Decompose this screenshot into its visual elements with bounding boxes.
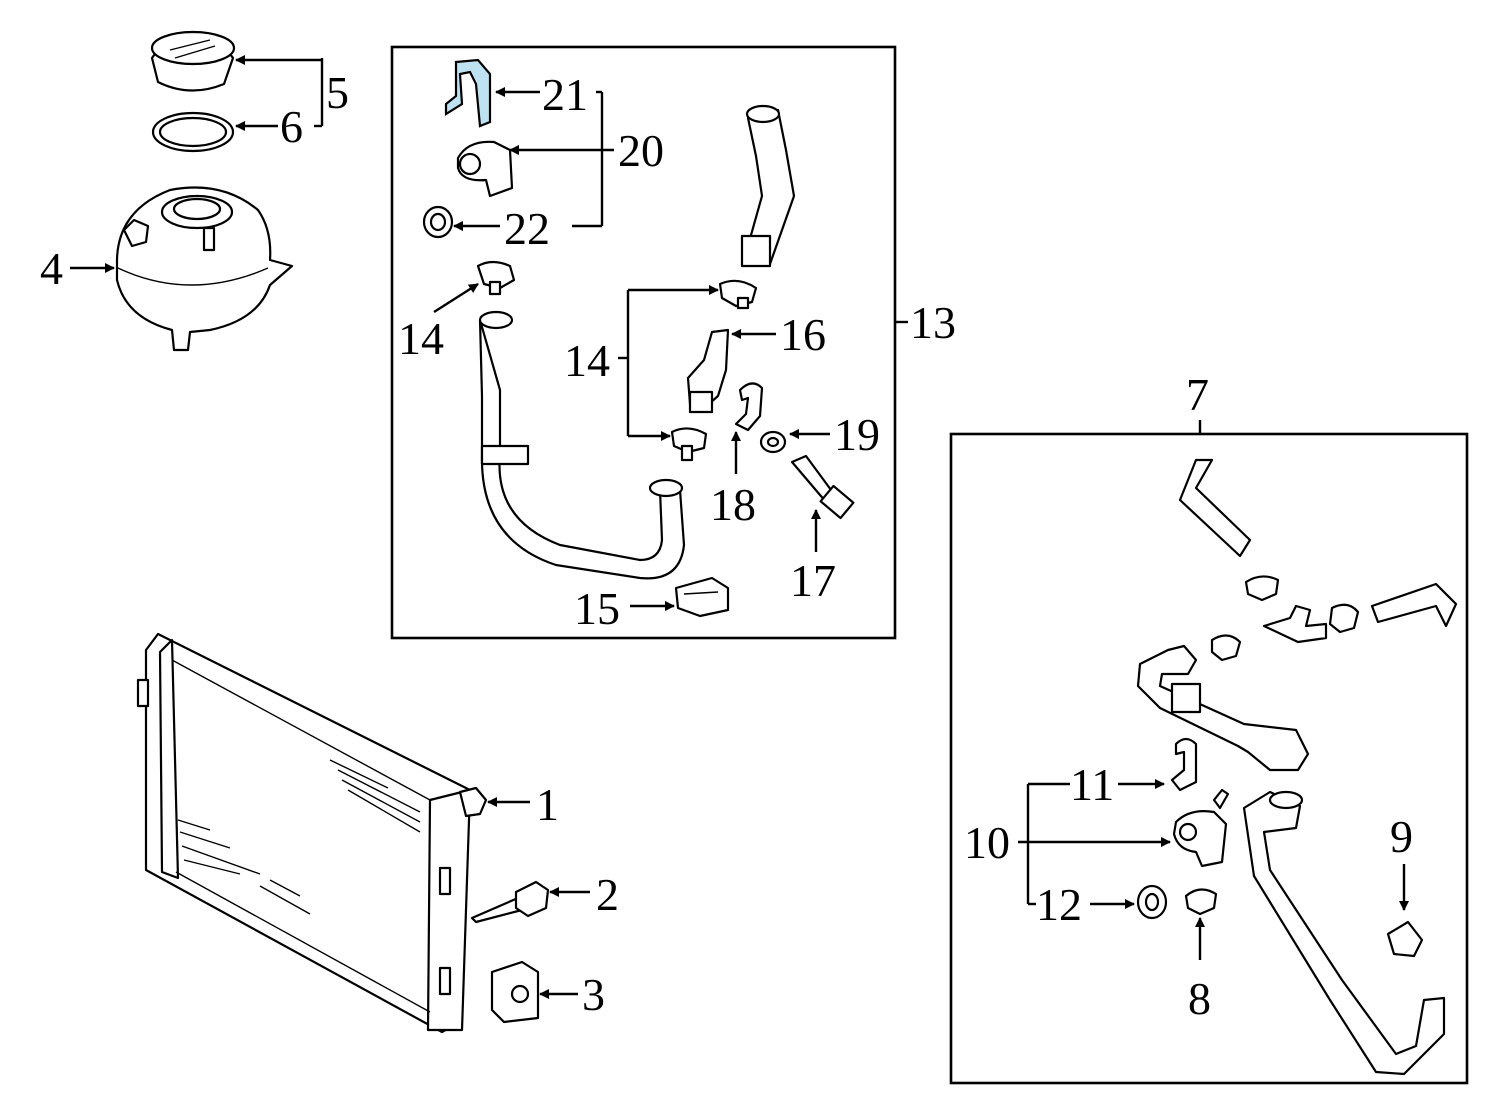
radiator-part[interactable] [136,632,488,1034]
callout-14-left: 14 [398,313,444,364]
tee-fitting-part[interactable] [1262,604,1328,644]
o-ring-22-part[interactable] [422,205,454,239]
callout-4: 4 [40,243,63,294]
temperature-sensor-17-part[interactable] [790,454,855,520]
callout-20: 20 [618,125,664,176]
mounting-bolt-part[interactable] [470,880,550,924]
callout-14-right: 14 [564,335,610,386]
clip-11-part[interactable] [1170,737,1198,792]
seal-ring-19-part[interactable] [759,430,787,454]
coolant-flange-10-part[interactable] [1172,788,1230,868]
cap-seal-ring-part[interactable] [151,111,235,153]
callout-2: 2 [596,869,619,920]
coolant-flange-20-part[interactable] [456,140,514,198]
hose-clamp-8-part[interactable] [1184,888,1218,916]
hose-clamp-14-left-part[interactable] [476,260,516,296]
callout-19: 19 [834,409,880,460]
coolant-hose-upper-part[interactable] [740,104,796,268]
callout-9: 9 [1390,811,1413,862]
hose-clamp-14-upper-part[interactable] [718,279,758,310]
coolant-hose-lower-part[interactable] [478,310,686,580]
bypass-hose-7-part[interactable] [1178,458,1252,558]
callout-21: 21 [542,69,588,120]
clip-18-part[interactable] [734,382,764,432]
hose-clamp-right-part[interactable] [1328,603,1360,634]
callout-7: 7 [1186,369,1209,420]
callout-1: 1 [536,779,559,830]
lower-coolant-hose-part[interactable] [1242,790,1446,1076]
callout-13: 13 [910,297,956,348]
expansion-tank-part[interactable] [115,186,294,352]
callout-12: 12 [1036,879,1082,930]
hose-clamp-part[interactable] [1244,575,1280,602]
hose-clamp-left-part[interactable] [1210,634,1242,662]
retaining-clip-21-part[interactable] [444,58,492,128]
clamp-9-part[interactable] [1386,920,1424,958]
callout-16: 16 [780,309,826,360]
callout-10: 10 [964,817,1010,868]
callout-5: 5 [326,67,349,118]
hose-clamp-14-lower-part[interactable] [670,427,708,462]
reservoir-cap-part[interactable] [150,30,236,92]
callout-22: 22 [504,203,550,254]
heater-hose-part[interactable] [1370,582,1458,628]
hose-kit-box-7 [949,432,1469,1085]
mounting-bracket-part[interactable] [490,960,540,1024]
metal-pipe-part[interactable] [1136,644,1310,772]
o-ring-12-part[interactable] [1136,884,1168,920]
hose-clamp-15-part[interactable] [674,576,730,618]
callout-18: 18 [710,479,756,530]
callout-15: 15 [574,583,620,634]
callout-6: 6 [280,101,303,152]
callout-11: 11 [1070,759,1114,810]
leader-lines [70,55,1409,999]
tee-connector-16-part[interactable] [686,328,730,414]
callout-8: 8 [1188,973,1211,1024]
callout-3: 3 [582,969,605,1020]
callout-17: 17 [790,555,836,606]
